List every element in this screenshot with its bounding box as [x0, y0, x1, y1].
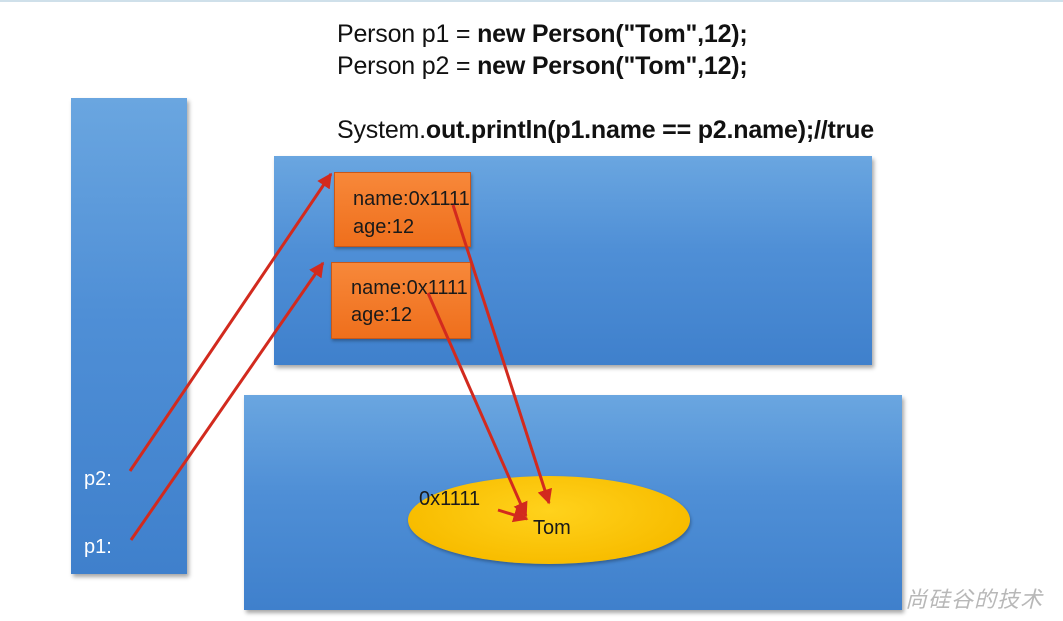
code-line-2-prefix: Person p2 = — [337, 52, 478, 80]
code-line-2: Person p2 = new Person("Tom",12); — [337, 52, 748, 81]
code-line-1: Person p1 = new Person("Tom",12); — [337, 20, 748, 49]
arrow-address-to-string — [497, 507, 529, 523]
heap-object-p1: name:0x1111 age:12 — [331, 262, 471, 339]
string-address: 0x1111 — [419, 488, 481, 510]
arrow-object-bottom-to-string — [426, 292, 528, 518]
code-line-1-prefix: Person p1 = — [337, 20, 478, 48]
top-divider — [0, 0, 1063, 2]
object-age-field: age:12 — [351, 304, 413, 326]
object-name-field: name:0x1111 — [353, 188, 470, 210]
stack-panel — [71, 98, 187, 574]
arrow-p1-to-object — [129, 261, 325, 541]
stack-var-p2: p2: — [84, 468, 112, 490]
code-line-3-bold: out.println(p1.name == p2.name);//true — [425, 116, 874, 144]
heap-object-p2: name:0x1111 age:12 — [334, 172, 471, 247]
code-line-1-bold: new Person("Tom",12); — [477, 20, 748, 48]
object-name-field: name:0x1111 — [351, 277, 468, 299]
code-line-2-bold: new Person("Tom",12); — [477, 52, 748, 80]
code-line-3: System.out.println(p1.name == p2.name);/… — [337, 116, 874, 145]
arrow-p2-to-object — [128, 172, 333, 472]
code-line-3-prefix: System. — [337, 116, 426, 144]
string-value: Tom — [533, 517, 571, 539]
object-age-field: age:12 — [353, 216, 415, 238]
arrow-object-top-to-string — [451, 204, 552, 505]
watermark-text: 尚硅谷的技术 — [905, 588, 1044, 613]
stack-var-p1: p1: — [84, 536, 112, 558]
